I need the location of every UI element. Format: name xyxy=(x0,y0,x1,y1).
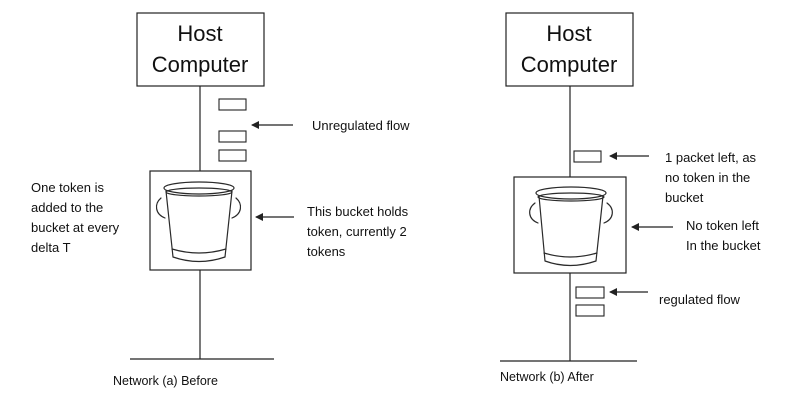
token-note-line3: bucket at every xyxy=(31,220,120,235)
packet-a-1 xyxy=(218,98,247,111)
packet-note-line1: 1 packet left, as xyxy=(665,150,757,165)
packet-note-line3: bucket xyxy=(665,190,704,205)
host-computer-box-a xyxy=(136,12,265,87)
bucket-note-a-line1: This bucket holds xyxy=(307,204,409,219)
bucket-note-b-line2: In the bucket xyxy=(686,238,761,253)
bucket-note-b-line1: No token left xyxy=(686,218,759,233)
network-caption-a: Network (a) Before xyxy=(113,374,218,388)
packet-b-remaining xyxy=(573,150,602,163)
bucket-note-a-line3: tokens xyxy=(307,244,346,259)
token-note-line1: One token is xyxy=(31,180,104,195)
host-label-line2-b: Computer xyxy=(521,52,618,77)
bucket-icon xyxy=(529,186,613,267)
host-label-line2-a: Computer xyxy=(152,52,249,77)
unregulated-flow-label: Unregulated flow xyxy=(312,118,410,133)
packet-b-regulated-1 xyxy=(575,286,605,299)
packet-note-line2: no token in the xyxy=(665,170,750,185)
packet-a-2 xyxy=(218,130,247,143)
regulated-flow-label: regulated flow xyxy=(659,292,741,307)
panel-b-after: Host Computer 1 packet left, as no token… xyxy=(500,12,761,384)
network-caption-b: Network (b) After xyxy=(500,370,594,384)
packet-b-regulated-2 xyxy=(575,304,605,317)
host-label-line1-b: Host xyxy=(546,21,591,46)
token-note-line4: delta T xyxy=(31,240,71,255)
panel-a-before: Host Computer Unregulated flow One token… xyxy=(31,12,410,388)
token-note-line2: added to the xyxy=(31,200,103,215)
host-computer-box-b xyxy=(505,12,634,87)
bucket-note-a-line2: token, currently 2 xyxy=(307,224,407,239)
host-label-line1-a: Host xyxy=(177,21,222,46)
packet-a-3 xyxy=(218,149,247,162)
bucket-icon xyxy=(155,181,242,263)
